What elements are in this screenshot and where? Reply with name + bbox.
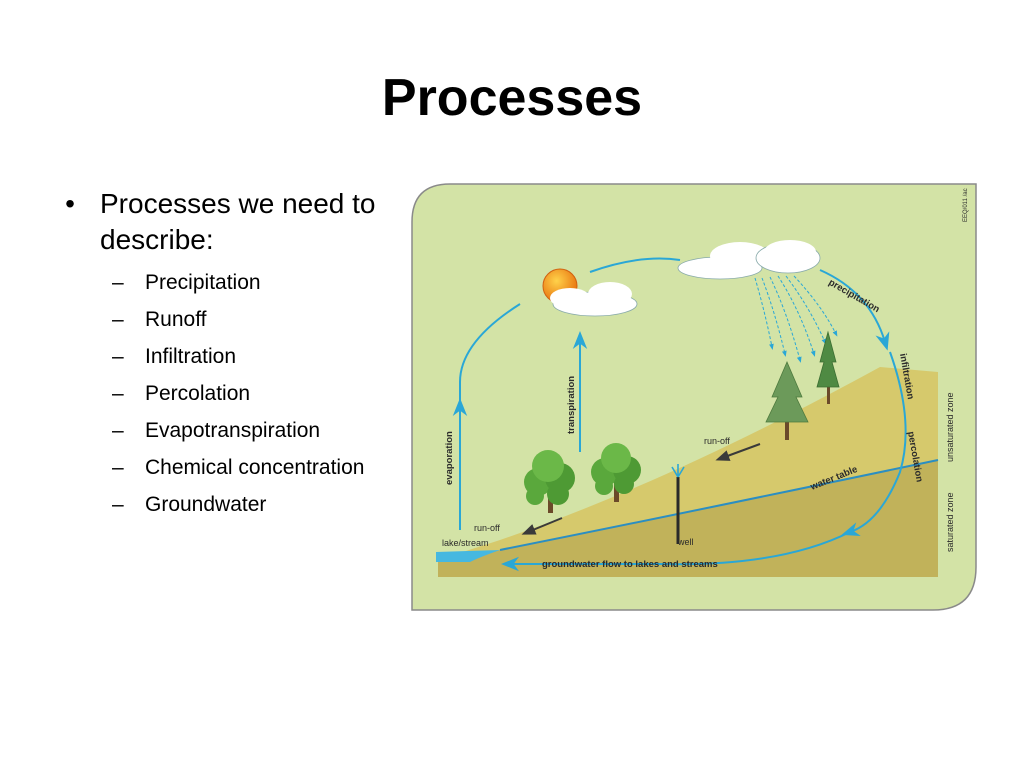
sub-item-text: Evapotranspiration	[145, 419, 321, 442]
label-credit: EEQ/011 /ac	[963, 188, 969, 222]
label-well: well	[677, 537, 694, 547]
sub-item-percolation: –Percolation	[60, 375, 410, 412]
water-cycle-diagram: precipitation infiltration percolation u…	[410, 182, 980, 612]
label-lake-stream: lake/stream	[442, 538, 489, 548]
sub-item-text: Precipitation	[145, 271, 261, 294]
conifer-large-icon	[765, 360, 809, 440]
cloud-left-icon	[550, 282, 638, 317]
tree-middle-icon	[591, 443, 641, 502]
sub-item-chemical-concentration: –Chemical concentration	[60, 449, 410, 486]
lake	[436, 550, 500, 562]
sub-list: –Precipitation –Runoff –Infiltration –Pe…	[60, 264, 410, 523]
label-runoff-upper: run-off	[704, 436, 730, 446]
label-evaporation: evaporation	[444, 431, 455, 485]
label-saturated-zone: saturated zone	[945, 492, 955, 552]
bullet-dot: •	[65, 188, 75, 219]
dash: –	[112, 382, 124, 405]
bullet-list: • Processes we need to describe: –Precip…	[60, 186, 410, 523]
water-table-line	[499, 459, 939, 551]
label-groundwater-flow: groundwater flow to lakes and streams	[542, 559, 718, 570]
dash: –	[112, 271, 124, 294]
bullet-main-text: Processes we need to describe:	[100, 188, 376, 255]
rain-arrows	[754, 275, 838, 363]
sub-item-text: Chemical concentration	[145, 456, 365, 479]
cycle-arrows	[452, 257, 907, 572]
runoff-arrow-lower	[521, 517, 563, 535]
conifer-small-icon	[816, 330, 840, 404]
tree-left-icon	[524, 450, 575, 513]
dash: –	[112, 493, 124, 516]
dash: –	[112, 456, 124, 479]
sub-item-evapotranspiration: –Evapotranspiration	[60, 412, 410, 449]
sub-item-groundwater: –Groundwater	[60, 486, 410, 523]
sub-item-infiltration: –Infiltration	[60, 338, 410, 375]
cloud-right-icon	[677, 240, 821, 280]
label-unsaturated-zone: unsaturated zone	[945, 392, 955, 462]
dash: –	[112, 308, 124, 331]
sub-item-runoff: –Runoff	[60, 301, 410, 338]
sub-item-text: Infiltration	[145, 345, 237, 368]
label-runoff-lower: run-off	[474, 523, 500, 533]
bullet-main: • Processes we need to describe:	[60, 186, 410, 258]
runoff-arrow-upper	[715, 443, 761, 461]
sub-item-precipitation: –Precipitation	[60, 264, 410, 301]
sub-item-text: Groundwater	[145, 493, 267, 516]
label-transpiration: transpiration	[566, 376, 577, 434]
well-icon	[671, 464, 685, 544]
dash: –	[112, 345, 124, 368]
slide-title: Processes	[381, 69, 643, 127]
sub-item-text: Runoff	[145, 308, 207, 331]
dash: –	[112, 419, 124, 442]
water-cycle-svg: precipitation infiltration percolation u…	[411, 183, 977, 611]
sub-item-text: Percolation	[145, 382, 251, 405]
